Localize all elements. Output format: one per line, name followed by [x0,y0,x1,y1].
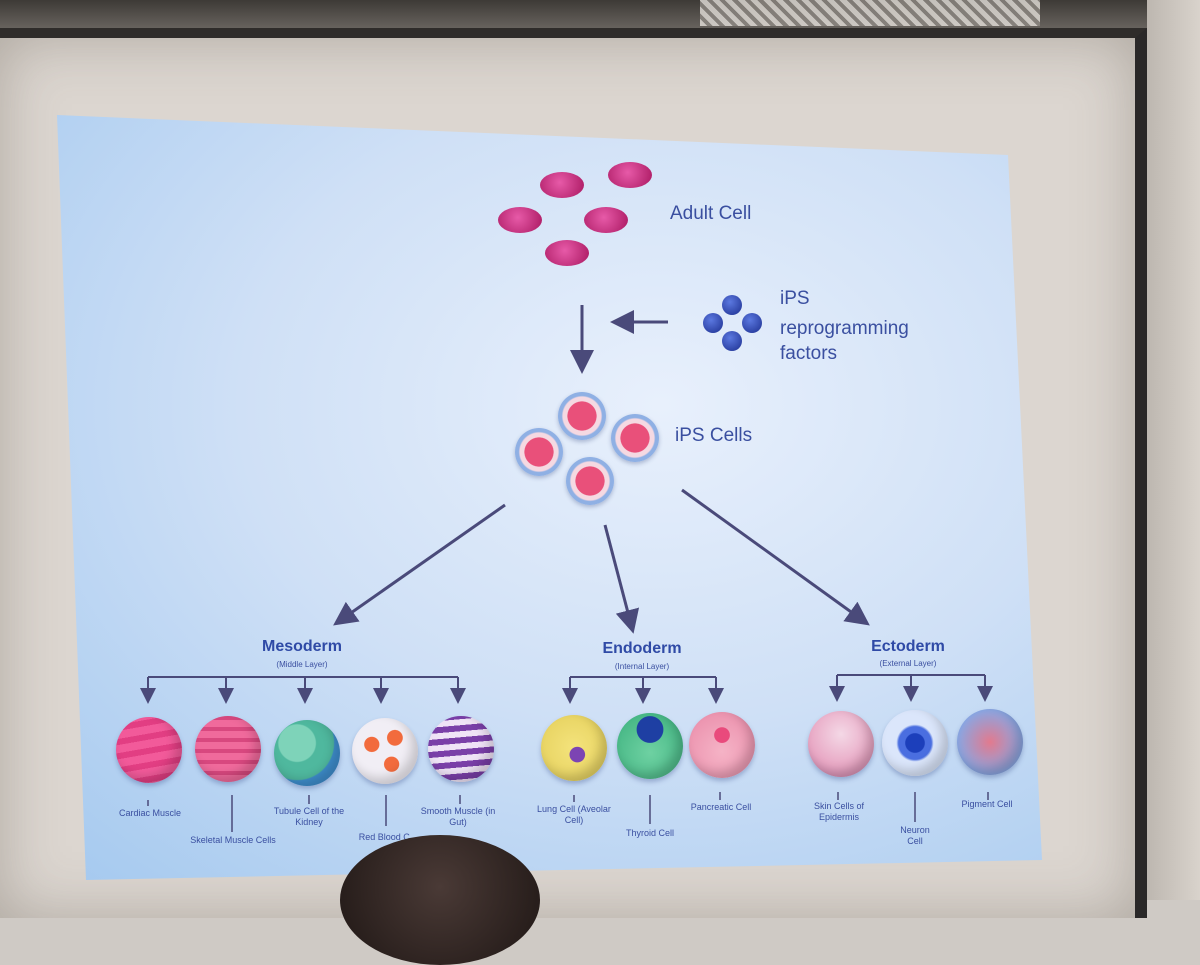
endoderm-subtitle: (Internal Layer) [614,662,670,671]
audience-head [340,835,540,965]
lung-cell-label: Lung Cell (Aveolar Cell) [537,804,611,825]
skin-cell-label: Skin Cells of Epidermis [813,801,865,822]
smooth-muscle-label: Smooth Muscle (in Gut) [420,806,496,827]
lung-cell [541,715,607,781]
smooth-muscle-cell [428,716,494,782]
ips-cell [611,414,659,462]
ips-cell [558,392,606,440]
diagram-arrows [140,305,993,832]
pancreatic-cell-label: Pancreatic Cell [690,802,752,812]
pancreatic-cell [689,712,755,778]
thyroid-cell [617,713,683,779]
ectoderm-branch [829,674,993,702]
adult-cell [498,207,542,233]
adult-cell-label: Adult Cell [670,203,752,224]
factors-label-line3: factors [780,343,838,364]
factor-molecule [722,331,742,351]
pigment-cell [957,709,1023,775]
factors-label-line1: iPS [780,288,810,309]
factor-molecule [742,313,762,333]
endoderm-title: Endoderm [602,640,682,657]
projected-slide: Adult Cell iPS reprogramming factors iPS… [57,115,1042,880]
factors-label-line2: reprogramming [780,318,909,339]
ectoderm-arrow [681,488,870,626]
adult-cell [608,162,652,188]
endoderm-arrow [603,524,640,634]
ips-cells-label: iPS Cells [675,425,753,446]
thyroid-cell-label: Thyroid Cell [626,828,675,838]
ips-cell [515,428,563,476]
adult-cell [540,172,584,198]
adult-cell [545,240,589,266]
cardiac-muscle-label: Cardiac Muscle [118,808,182,818]
mesoderm-branch [140,676,466,704]
skin-cell [808,711,874,777]
cardiac-muscle-cell [116,717,182,783]
ectoderm-subtitle: (External Layer) [879,659,937,668]
neuron-cell-label: Neuron Cell [900,825,930,846]
mesoderm-arrow [333,503,506,626]
skeletal-muscle-cell [195,716,261,782]
factor-molecule [722,295,742,315]
skeletal-muscle-label: Skeletal Muscle Cells [190,835,276,845]
factor-molecule [703,313,723,333]
pigment-cell-label: Pigment Cell [961,799,1013,809]
mesoderm-title: Mesoderm [261,638,343,655]
cell-label-ticks [147,792,989,832]
ectoderm-title: Ectoderm [871,638,945,655]
side-wall [1147,0,1200,900]
mesoderm-subtitle: (Middle Layer) [276,660,328,669]
red-blood-cell [352,718,418,784]
endoderm-branch [562,676,724,704]
neuron-cell [882,710,948,776]
kidney-tubule-cell [274,720,340,786]
ips-cell [566,457,614,505]
ceiling-lattice [700,0,1040,26]
kidney-tubule-label: Tubule Cell of the Kidney [273,806,345,827]
red-blood-cell-label: Red Blood C... [358,832,418,842]
adult-cell [584,207,628,233]
